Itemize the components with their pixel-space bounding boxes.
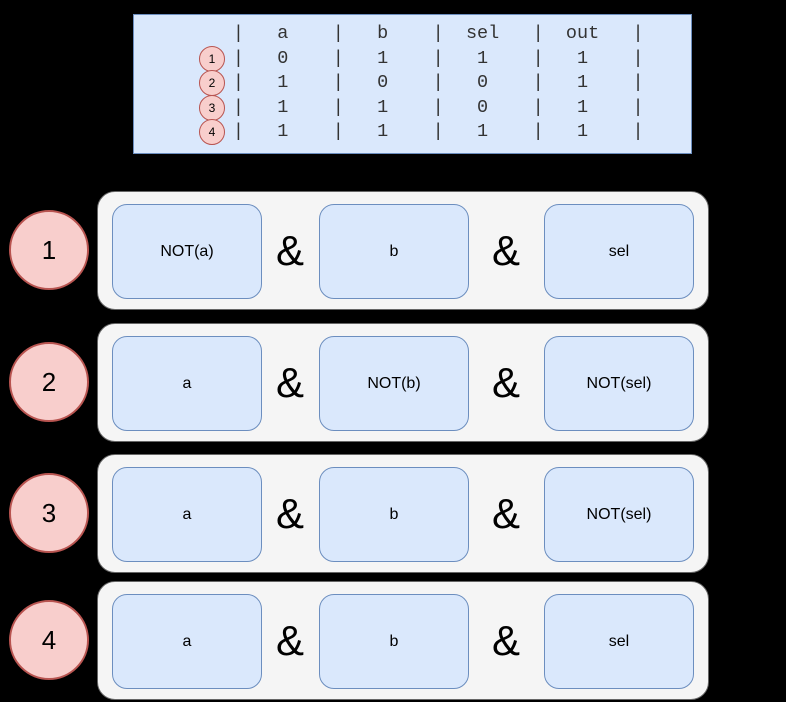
truth-table-text: | a | b | sel | out | | 0 | 1 | 1 | 1 | … bbox=[134, 22, 644, 145]
operand-box: a bbox=[112, 594, 262, 689]
operand-box: a bbox=[112, 336, 262, 431]
operand-box: NOT(b) bbox=[319, 336, 469, 431]
table-row-marker-4: 4 bbox=[199, 119, 225, 145]
and-operator: & bbox=[275, 489, 304, 537]
operand-box: b bbox=[319, 204, 469, 299]
and-operator: & bbox=[491, 616, 520, 664]
term-marker-4: 4 bbox=[9, 600, 89, 680]
term-row-4: a & b & sel bbox=[97, 581, 709, 700]
operand-box: NOT(sel) bbox=[544, 336, 694, 431]
truth-table-header-line: | a | b | sel | out | bbox=[144, 23, 644, 44]
and-operator: & bbox=[491, 358, 520, 406]
and-operator: & bbox=[491, 226, 520, 274]
operand-box: sel bbox=[544, 204, 694, 299]
and-operator: & bbox=[491, 489, 520, 537]
table-row-marker-1: 1 bbox=[199, 46, 225, 72]
operand-box: b bbox=[319, 594, 469, 689]
term-marker-1: 1 bbox=[9, 210, 89, 290]
operand-box: sel bbox=[544, 594, 694, 689]
term-row-3: a & b & NOT(sel) bbox=[97, 454, 709, 573]
operand-box: NOT(a) bbox=[112, 204, 262, 299]
truth-table-row-line-2: | 1 | 0 | 0 | 1 | bbox=[144, 72, 644, 93]
table-row-marker-2: 2 bbox=[199, 70, 225, 96]
operand-box: b bbox=[319, 467, 469, 562]
and-operator: & bbox=[275, 616, 304, 664]
table-row-marker-3: 3 bbox=[199, 95, 225, 121]
and-operator: & bbox=[275, 226, 304, 274]
operand-box: NOT(sel) bbox=[544, 467, 694, 562]
truth-table-row-line-3: | 1 | 1 | 0 | 1 | bbox=[144, 96, 644, 118]
truth-table-row-line-1: | 0 | 1 | 1 | 1 | bbox=[144, 47, 644, 69]
term-row-1: NOT(a) & b & sel bbox=[97, 191, 709, 310]
term-row-2: a & NOT(b) & NOT(sel) bbox=[97, 323, 709, 442]
operand-box: a bbox=[112, 467, 262, 562]
truth-table: | a | b | sel | out | | 0 | 1 | 1 | 1 | … bbox=[133, 14, 692, 154]
term-marker-2: 2 bbox=[9, 342, 89, 422]
truth-table-row-line-4: | 1 | 1 | 1 | 1 | bbox=[144, 121, 644, 142]
term-marker-3: 3 bbox=[9, 473, 89, 553]
and-operator: & bbox=[275, 358, 304, 406]
